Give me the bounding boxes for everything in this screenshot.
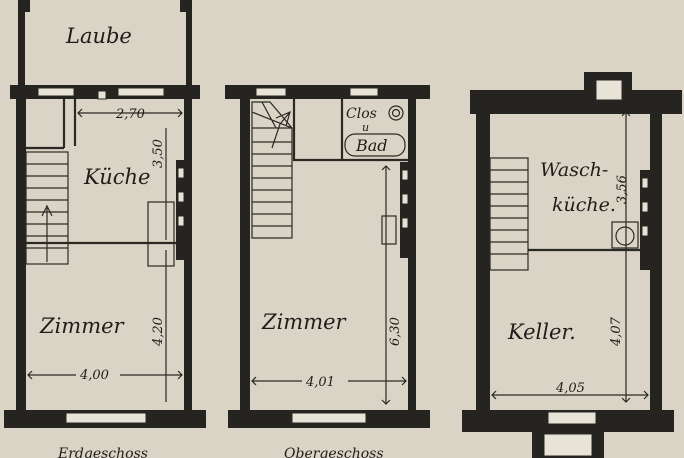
window-top-upper-left: [255, 87, 287, 97]
dim-line-cellar-depth: [621, 111, 631, 403]
room-label-zimmer-ground: Zimmer: [39, 314, 126, 338]
stair-cellar: [489, 157, 529, 271]
room-label-kueche-cellar: küche.: [552, 194, 616, 216]
toilet-fixture: [388, 105, 404, 121]
stair-ground: [25, 151, 69, 265]
window-top-left: [37, 87, 75, 97]
wall-right: [184, 96, 192, 416]
wash-copper: [611, 221, 639, 249]
dim-upper-width: 4,01: [305, 375, 335, 390]
caption-upper: Obergeschoss: [284, 446, 384, 458]
chimney: [97, 90, 107, 100]
room-label-clos-u: u: [362, 121, 369, 134]
room-label-wasch: Wasch-: [540, 159, 608, 181]
plan-cellar: Wasch- küche. Keller. 3,56 4,07 4,05: [462, 72, 682, 458]
bathtub: [344, 133, 406, 157]
dim-line-upper-depth: [381, 165, 391, 405]
porch-wall-left: [18, 0, 25, 88]
room-label-kueche: Küche: [83, 165, 150, 189]
plan-ground-floor: Laube Küche Zimmer 2,70 3,50 4,20 4,00 E…: [4, 0, 206, 458]
pantry-partition: [26, 99, 77, 150]
dim-room-depth: 4,20: [151, 317, 166, 347]
cooker: [147, 201, 175, 267]
dim-line-kitchen-width: [77, 108, 183, 118]
porch-post-right: [180, 0, 192, 12]
dim-wash-depth: 3,56: [615, 175, 630, 204]
dim-kitchen-width: 2,70: [115, 107, 145, 122]
room-label-bad: Bad: [355, 136, 388, 155]
wall-top-cellar: [470, 90, 682, 114]
porch-post-left: [18, 0, 30, 12]
wall-left-upper: [240, 96, 250, 416]
stair-cellar-treads: [490, 169, 528, 255]
plan-upper-floor: Clos u Bad Zimmer 6,30 4,01 Obergeschoss: [225, 85, 430, 458]
wall-right-upper: [408, 96, 416, 416]
cellar-window-front: [547, 411, 597, 425]
room-label-clos: Clos: [346, 106, 377, 122]
dim-ground-width: 4,00: [79, 368, 109, 383]
stair-arrow: [41, 204, 53, 262]
dim-kitchen-depth: 3,50: [151, 139, 166, 168]
stair-upper-treads: [251, 101, 293, 227]
wall-left: [16, 96, 26, 416]
stove-stack: [176, 160, 186, 260]
stair-upper: [251, 101, 293, 239]
dim-cellar-depth: 4,07: [609, 316, 624, 347]
stove-upper: [381, 215, 397, 245]
window-front: [65, 412, 147, 424]
stove-stack-cellar: [640, 170, 650, 270]
window-top-right: [117, 87, 165, 97]
light-well-window: [595, 79, 623, 101]
window-front-upper: [291, 412, 367, 424]
room-label-keller: Keller.: [507, 320, 576, 344]
wall-left-cellar: [476, 110, 490, 418]
dim-line-cellar-width: [491, 390, 649, 400]
stove-stack-upper: [400, 162, 410, 258]
window-top-upper-right: [349, 87, 379, 97]
room-label-zimmer-upper: Zimmer: [261, 310, 348, 334]
bath-partition: [292, 99, 408, 162]
dim-upper-depth: 6,30: [388, 317, 403, 346]
caption-ground: Erdgeschoss: [57, 446, 148, 458]
room-label-laube: Laube: [65, 24, 132, 48]
dim-cellar-width: 4,05: [555, 381, 585, 396]
wall-right-cellar: [650, 110, 662, 418]
porch-wall-right: [186, 0, 192, 88]
stair-upper-arrow: [271, 110, 291, 149]
